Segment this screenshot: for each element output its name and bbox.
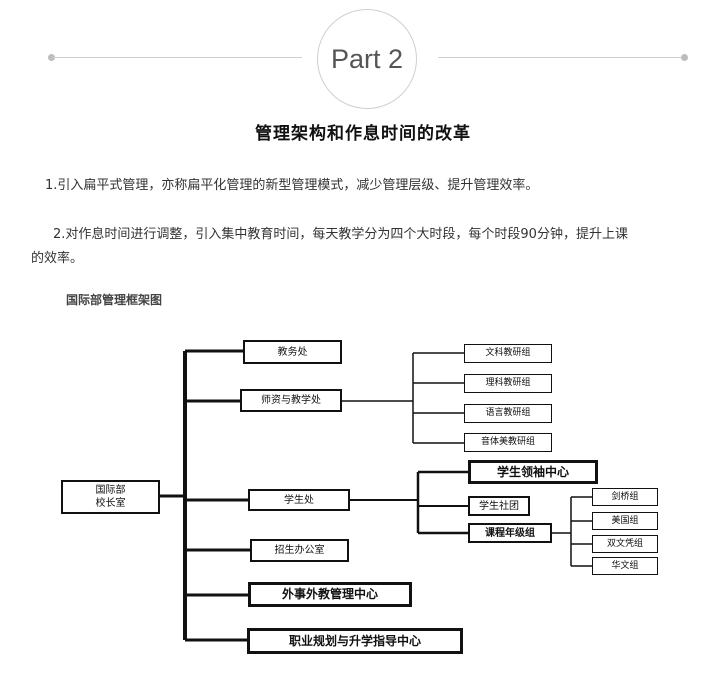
paragraph-2-line-2: 的效率。 bbox=[31, 251, 84, 266]
node-teaching-group-science: 理科教研组 bbox=[464, 374, 552, 393]
org-chart-title: 国际部管理框架图 bbox=[66, 293, 163, 307]
header-divider-right bbox=[438, 57, 684, 58]
header-dot-right bbox=[681, 54, 688, 61]
section-title: 管理架构和作息时间的改革 bbox=[255, 124, 471, 144]
node-student-clubs: 学生社团 bbox=[468, 496, 530, 516]
node-principal-office: 国际部 校长室 bbox=[61, 480, 160, 514]
node-grade-subgroup-label: 双文凭组 bbox=[606, 538, 643, 549]
node-teaching-group-liberal-arts: 文科教研组 bbox=[464, 344, 552, 363]
node-teacher-affairs-label: 师资与教学处 bbox=[261, 395, 321, 406]
node-grade-subgroup-label: 剑桥组 bbox=[611, 491, 639, 502]
node-grade-group: 课程年级组 bbox=[468, 523, 552, 543]
header-divider-left bbox=[52, 57, 302, 58]
node-student-leadership-label: 学生领袖中心 bbox=[496, 464, 569, 479]
node-grade-subgroup-label: 华文组 bbox=[611, 560, 639, 571]
node-student-affairs-label: 学生处 bbox=[284, 494, 314, 506]
org-chart: 国际部管理框架图 国际部 校长室 教务处 师资与教学处 学生处 招生办公室 外事… bbox=[28, 286, 708, 682]
node-grade-dual-diploma: 双文凭组 bbox=[592, 535, 658, 553]
node-career-label: 职业规划与升学指导中心 bbox=[288, 633, 421, 648]
part-label: Part 2 bbox=[330, 43, 404, 74]
header-dot-left bbox=[48, 54, 55, 61]
node-teacher-affairs: 师资与教学处 bbox=[240, 389, 342, 412]
node-student-affairs: 学生处 bbox=[248, 489, 350, 511]
paragraph-2: 2.对作息时间进行调整，引入集中教育时间，每天教学分为四个大时段，每个时段90分… bbox=[31, 223, 701, 271]
node-academic-affairs-label: 教务处 bbox=[277, 346, 308, 358]
paragraph-2-line-1: 2.对作息时间进行调整，引入集中教育时间，每天教学分为四个大时段，每个时段90分… bbox=[53, 227, 628, 242]
node-teaching-group-arts: 音体美教研组 bbox=[464, 433, 552, 452]
node-grade-subgroup-label: 美国组 bbox=[611, 515, 639, 526]
node-career: 职业规划与升学指导中心 bbox=[247, 628, 463, 654]
node-student-leadership: 学生领袖中心 bbox=[468, 460, 598, 484]
node-teaching-group-label: 理科教研组 bbox=[485, 378, 531, 388]
node-grade-cambridge: 剑桥组 bbox=[592, 488, 658, 506]
paragraph-1: 1.引入扁平式管理，亦称扁平化管理的新型管理模式，减少管理层级、提升管理效率。 bbox=[45, 178, 539, 193]
node-academic-affairs: 教务处 bbox=[243, 340, 342, 364]
node-grade-group-label: 课程年级组 bbox=[485, 527, 535, 539]
node-grade-us: 美国组 bbox=[592, 512, 658, 530]
node-teaching-group-language: 语言教研组 bbox=[464, 404, 552, 423]
node-foreign-affairs: 外事外教管理中心 bbox=[248, 582, 412, 607]
node-principal-office-label: 国际部 校长室 bbox=[95, 485, 126, 509]
node-admissions-label: 招生办公室 bbox=[274, 545, 325, 556]
node-teaching-group-label: 语言教研组 bbox=[485, 408, 531, 418]
node-admissions: 招生办公室 bbox=[250, 539, 349, 562]
org-chart-connectors bbox=[160, 349, 592, 642]
node-teaching-group-label: 音体美教研组 bbox=[480, 437, 535, 447]
part-badge: Part 2 bbox=[317, 9, 417, 109]
node-student-clubs-label: 学生社团 bbox=[479, 500, 519, 512]
node-teaching-group-label: 文科教研组 bbox=[485, 348, 531, 358]
node-foreign-affairs-label: 外事外教管理中心 bbox=[281, 587, 378, 601]
node-grade-chinese: 华文组 bbox=[592, 557, 658, 575]
